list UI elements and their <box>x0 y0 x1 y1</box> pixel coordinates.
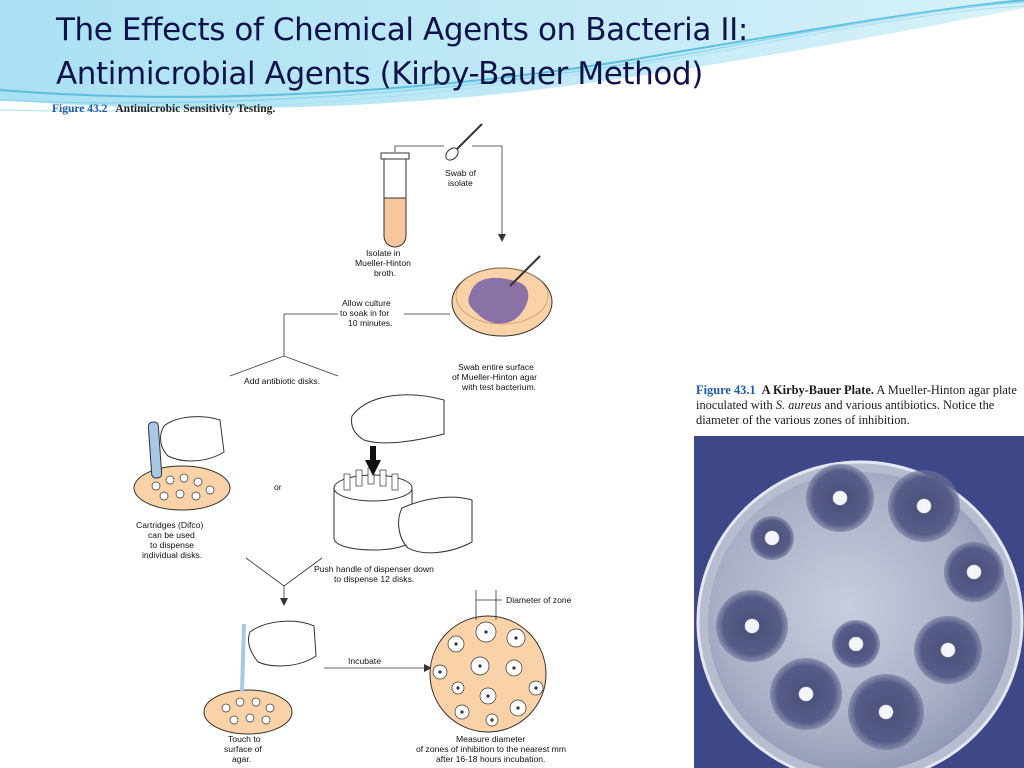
label-soak-l3: 10 minutes. <box>348 318 392 328</box>
label-diameter: Diameter of zone <box>506 595 572 605</box>
figure-43-2-caption: Figure 43.2 Antimicrobic Sensitivity Test… <box>52 103 275 115</box>
label-swabplate-l3: with test bacterium. <box>461 382 536 392</box>
label-or: or <box>274 482 282 492</box>
label-incubate: Incubate <box>348 656 381 666</box>
agar-plate-swab-icon <box>451 255 553 337</box>
procedure-diagram: Swab of isolate Isolate in Mueller-Hinto… <box>133 123 572 764</box>
label-touch-l2: surface of <box>224 744 262 754</box>
test-tube-icon <box>380 152 410 248</box>
slide-title: The Effects of Chemical Agents on Bacter… <box>56 8 816 96</box>
tube-to-swab-line <box>394 145 444 152</box>
label-touch-l1: Touch to <box>228 734 261 744</box>
slide-title-line-1: The Effects of Chemical Agents on Bacter… <box>56 12 748 48</box>
arrow-head <box>498 234 506 242</box>
antibiotic-disks <box>744 490 982 720</box>
figure-43-1-text-b: and various antibiotics. Notice the diam… <box>696 398 995 427</box>
slide-title-line-2: Antimicrobial Agents (Kirby-Bauer Method… <box>56 56 703 92</box>
label-push-l1: Push handle of dispenser down <box>314 564 434 574</box>
hand-cartridge-icon <box>133 416 231 511</box>
figure-43-1-organism: S. aureus <box>775 398 822 412</box>
label-cart-l3: to dispense <box>150 540 194 550</box>
label-cart-l2: can be used <box>148 530 195 540</box>
diameter-bracket <box>475 590 502 620</box>
text-to-fork-line <box>283 313 338 356</box>
label-touch-l3: agar. <box>232 754 251 764</box>
figure-43-1-text-a: A Mueller-Hinton agar plate inoculated w… <box>696 383 1017 412</box>
figure-43-1-title: A Kirby-Bauer Plate. <box>761 383 874 397</box>
figure-43-1-caption: Figure 43.1 A Kirby-Bauer Plate. A Muelle… <box>696 383 1018 428</box>
label-tube-l1: Isolate in <box>366 248 401 258</box>
label-swabplate-l2: of Mueller-Hinton agar <box>452 372 537 382</box>
hand-forceps-icon <box>203 620 317 735</box>
label-cart-l1: Cartridges (Difco) <box>136 520 203 530</box>
label-tube-l3: broth. <box>374 268 396 278</box>
figure-43-1-number: Figure 43.1 <box>696 383 756 397</box>
kirby-bauer-plate-photo <box>694 436 1024 768</box>
merge-arrow-head <box>280 598 288 606</box>
label-swab-l2: isolate <box>448 178 473 188</box>
label-soak-l1: Allow culture <box>342 298 391 308</box>
label-measure-l2: of zones of inhibition to the nearest mm <box>416 744 566 754</box>
zones-of-inhibition-plate-icon <box>429 615 547 733</box>
label-measure-l3: after 16-18 hours incubation. <box>436 754 545 764</box>
label-push-l2: to dispense 12 disks. <box>334 574 414 584</box>
swab-icon <box>445 123 483 161</box>
label-measure-l1: Measure diameter <box>456 734 525 744</box>
figure-43-2-title: Antimicrobic Sensitivity Testing. <box>115 103 276 115</box>
label-tube-l2: Mueller-Hinton <box>355 258 411 268</box>
swab-to-plate-arrow <box>472 145 503 238</box>
merge-fork <box>245 557 323 587</box>
label-add-disks: Add antibiotic disks. <box>244 376 320 386</box>
label-swab-l1: Swab of <box>445 168 477 178</box>
label-soak-l2: to soak in for <box>340 308 389 318</box>
label-swabplate-l1: Swab entire surface <box>458 362 534 372</box>
figure-43-2-number: Figure 43.2 <box>52 103 108 115</box>
disk-dispenser-icon <box>333 394 473 554</box>
incubate-arrow-head <box>424 664 432 672</box>
branch-fork <box>229 355 339 377</box>
label-cart-l4: individual disks. <box>142 550 202 560</box>
